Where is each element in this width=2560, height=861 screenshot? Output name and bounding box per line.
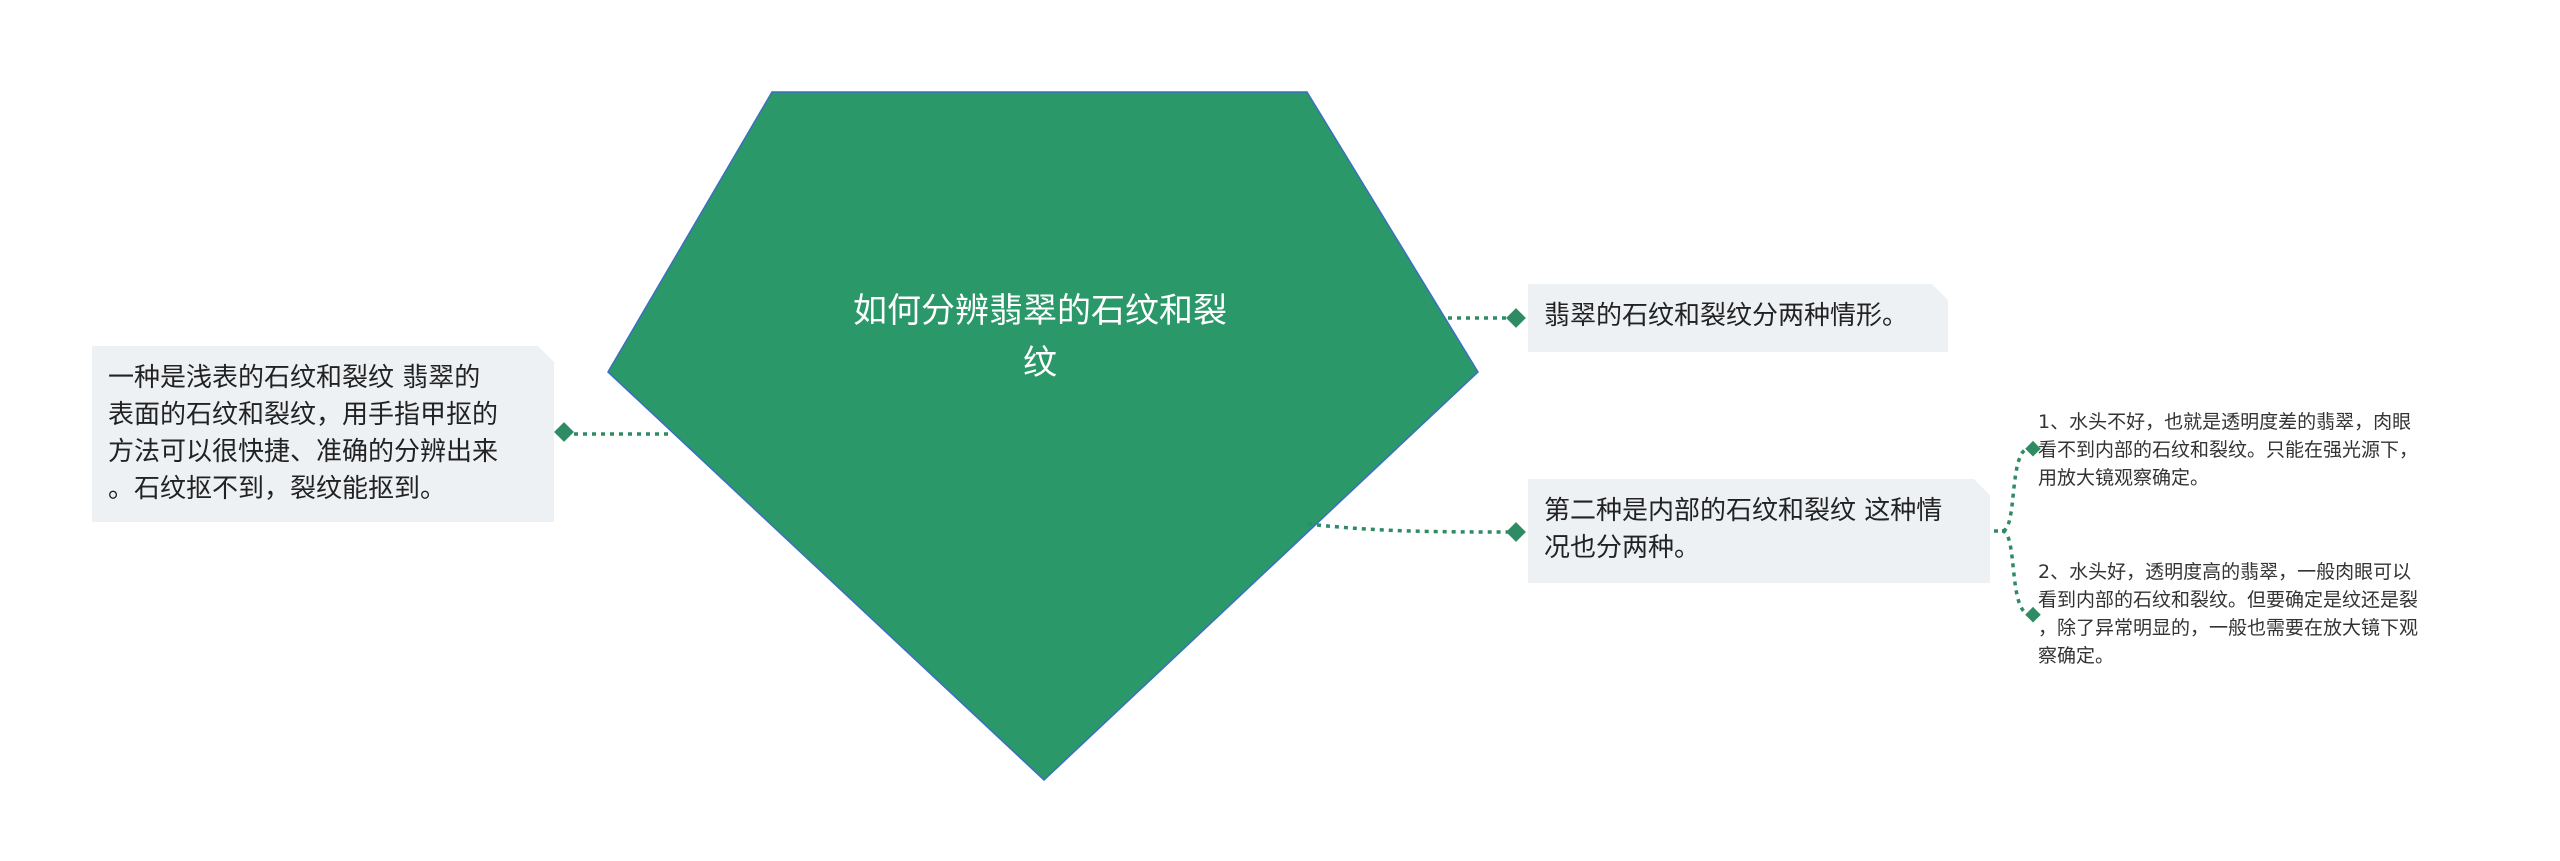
right-topic-node-2[interactable]: 第二种是内部的石纹和裂纹 这种情 况也分两种。 <box>1528 479 1990 583</box>
central-topic-shape[interactable] <box>607 91 1479 782</box>
connector-right-topic-2 <box>1307 522 1517 534</box>
right-topic-node-1[interactable]: 翡翠的石纹和裂纹分两种情形。 <box>1528 284 1948 352</box>
connector-right-topic-1-dot <box>1506 308 1526 328</box>
connector-leaf-2 <box>2001 529 2034 616</box>
connector-left-dot <box>554 422 574 442</box>
left-topic-node[interactable]: 一种是浅表的石纹和裂纹 翡翠的 表面的石纹和裂纹，用手指甲抠的 方法可以很快捷、… <box>92 346 554 522</box>
right-topic-2-text: 第二种是内部的石纹和裂纹 这种情 况也分两种。 <box>1544 496 1943 563</box>
connector-right-topic-2-dot <box>1506 522 1526 542</box>
left-topic-text: 一种是浅表的石纹和裂纹 翡翠的 表面的石纹和裂纹，用手指甲抠的 方法可以很快捷、… <box>108 363 499 504</box>
connector-leaf-1 <box>1994 446 2034 533</box>
right-topic-1-text: 翡翠的石纹和裂纹分两种情形。 <box>1544 301 1909 331</box>
central-topic-label[interactable]: 如何分辨翡翠的石纹和裂 纹 <box>853 291 1227 383</box>
connector-leaf-1-dot <box>2025 440 2041 457</box>
leaf-node-1[interactable]: 1、水头不好，也就是透明度差的翡翠，肉眼 看不到内部的石纹和裂纹。只能在强光源下… <box>2038 411 2419 489</box>
connector-leaf-2-dot <box>2025 606 2041 623</box>
leaf-node-2[interactable]: 2、水头好，透明度高的翡翠，一般肉眼可以 看到内部的石纹和裂纹。但要确定是纹还是… <box>2038 561 2419 667</box>
